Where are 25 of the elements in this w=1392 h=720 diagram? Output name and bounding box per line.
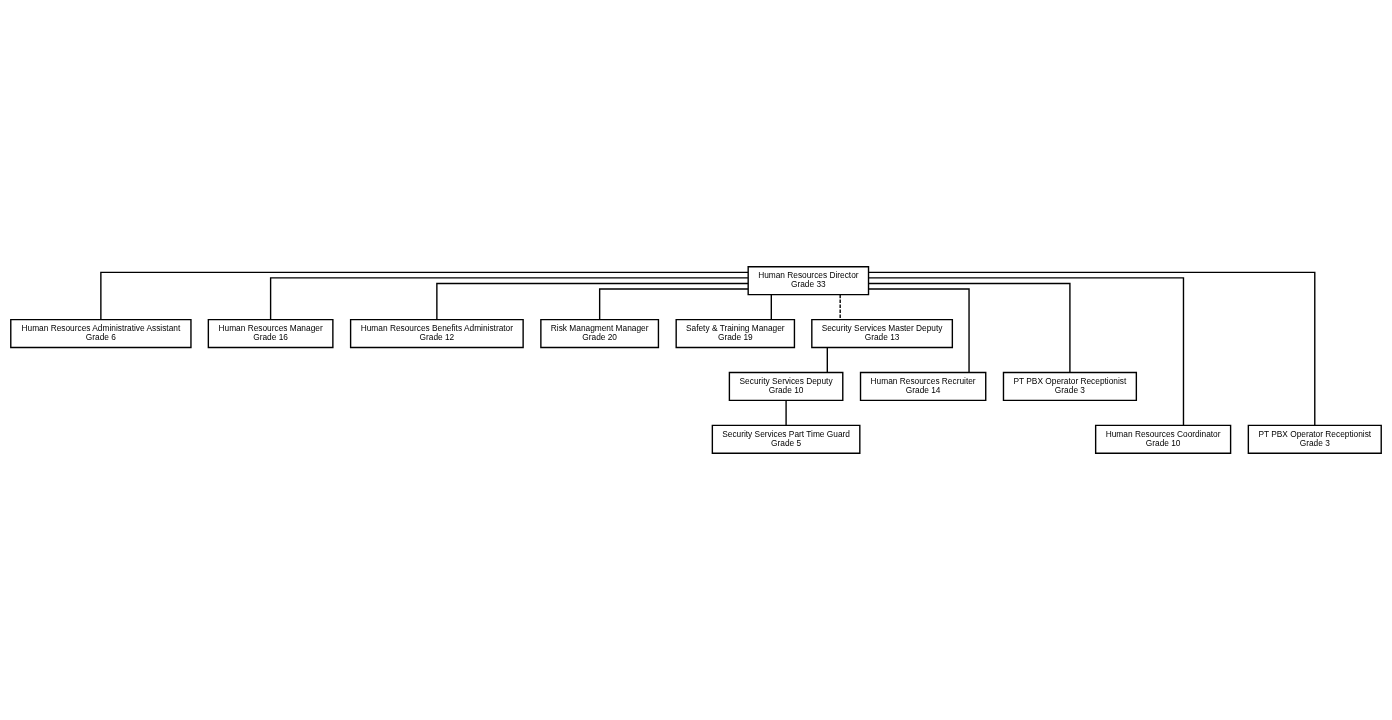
node-box: Risk Managment Manager Grade 20 xyxy=(540,318,660,349)
node-box: Human Resources Coordinator Grade 10 xyxy=(1094,424,1232,454)
node-box: Security Services Part Time Guard Grade 5 xyxy=(711,424,861,454)
connector xyxy=(826,347,828,374)
node-box: Human Resources Director Grade 33 xyxy=(747,266,870,296)
node-box: Human Resources Benefits Administrator Grade 12 xyxy=(349,318,524,349)
connector xyxy=(269,277,749,321)
connector xyxy=(598,288,749,321)
node-box: Security Services Master Deputy Grade 13 xyxy=(811,318,954,349)
connector xyxy=(100,271,749,321)
connector xyxy=(436,282,749,321)
connector xyxy=(839,294,841,321)
connector xyxy=(785,399,787,426)
node-box: PT PBX Operator Receptionist Grade 3 xyxy=(1002,371,1138,402)
node-box: Human Resources Administrative Assistant Grade 6 xyxy=(10,318,192,349)
node-box: Human Resources Manager Grade 16 xyxy=(207,318,334,349)
node-box: Safety & Training Manager Grade 19 xyxy=(675,318,796,349)
connector xyxy=(867,277,1185,426)
connector xyxy=(868,282,1071,374)
node-box: PT PBX Operator Receptionist Grade 3 xyxy=(1247,424,1382,454)
node-box: Security Services Deputy Grade 10 xyxy=(728,371,844,402)
node-box: Human Resources Recruiter Grade 14 xyxy=(859,371,987,402)
connector xyxy=(868,271,1316,427)
connector xyxy=(867,288,970,374)
connector xyxy=(770,294,772,321)
